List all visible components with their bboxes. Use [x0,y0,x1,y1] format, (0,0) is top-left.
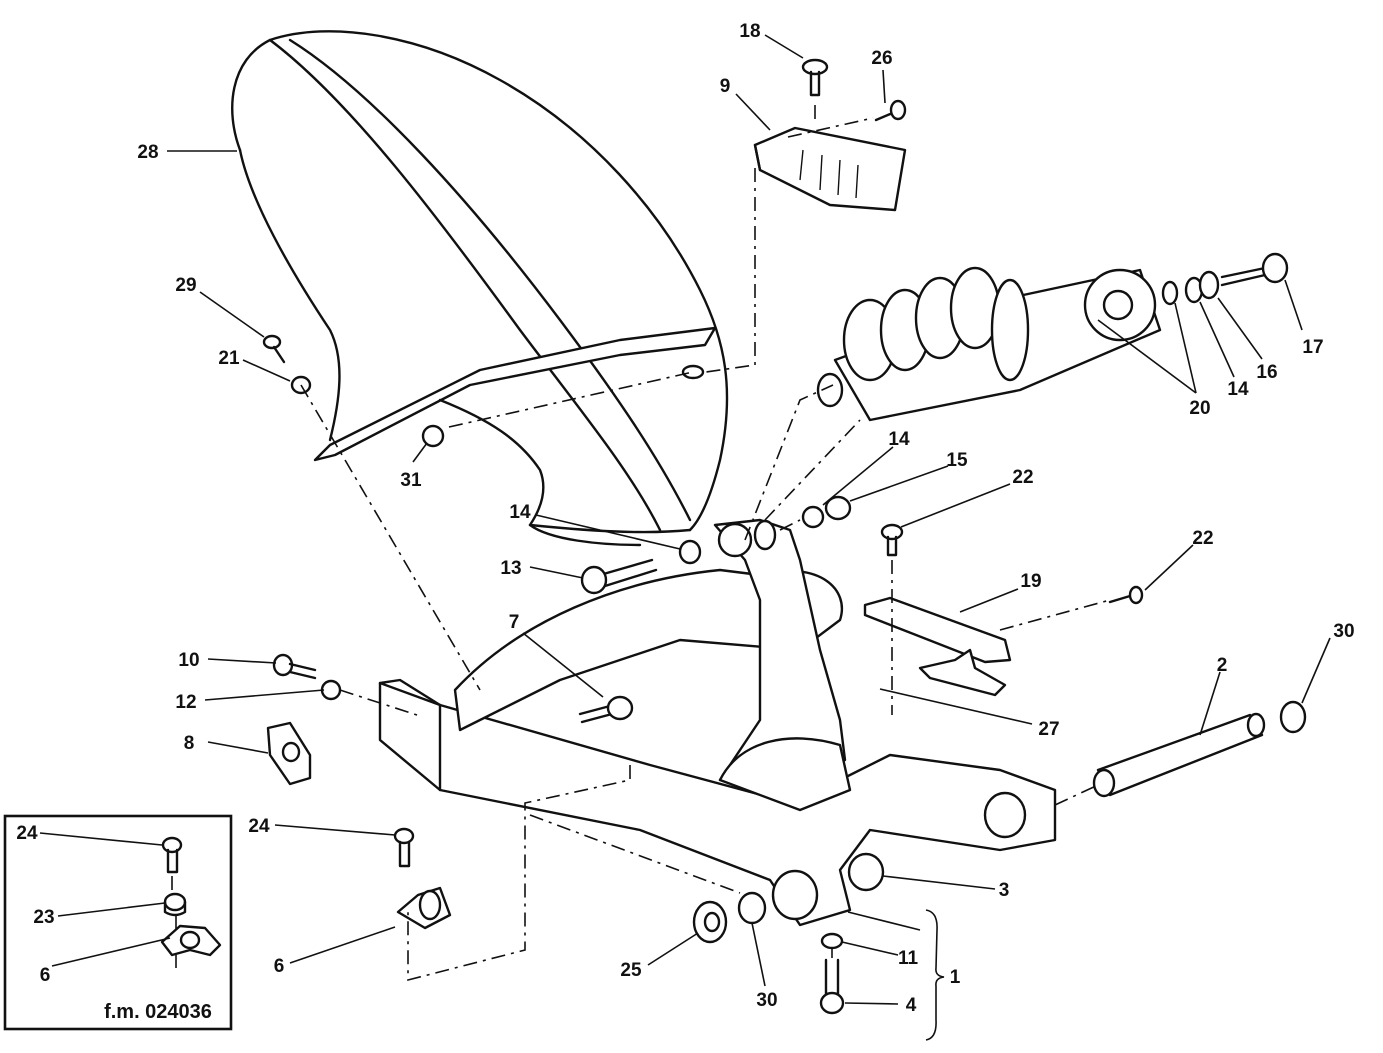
callout-29: 29 [175,275,196,296]
rear-mudguard [231,30,729,547]
inset-spacer-23 [163,892,187,917]
swingarm-spindle [1092,712,1266,798]
callout-15: 15 [946,450,968,471]
callout-10: 10 [178,650,199,671]
leader-lines [167,34,1331,1041]
cable-clamp-6 [396,886,452,930]
inset-callout-24: 24 [16,823,38,844]
screw-18 [801,58,829,97]
washer-11 [820,932,844,950]
callout-19: 19 [1020,571,1041,592]
callout-22-upper: 22 [1012,467,1033,488]
callout-12: 12 [175,692,196,713]
callout-4: 4 [906,995,917,1016]
callout-13: 13 [500,558,521,579]
screw-22-right [1108,585,1144,605]
bolt-17 [1220,252,1289,287]
callout-7: 7 [509,612,520,633]
callout-8: 8 [184,733,195,754]
bolt-4 [819,958,845,1015]
figure-reference: f.m. 024036 [104,1001,212,1023]
screw-26 [874,99,907,122]
callout-30-right: 30 [1333,621,1354,642]
chain-guard-bracket [753,126,907,212]
screw-22-upper [880,523,904,557]
callout-14-mid: 14 [888,429,910,450]
bushing-25 [692,900,728,944]
bolt-13 [580,558,658,595]
callout-26: 26 [871,48,892,69]
callout-14-upper: 14 [1227,379,1249,400]
callout-31: 31 [400,470,422,491]
callout-24: 24 [248,816,270,837]
chain-slider [863,596,1012,697]
callout-25: 25 [620,960,642,981]
washer-3 [847,852,885,892]
callout-17: 17 [1302,337,1323,358]
callout-2: 2 [1217,655,1228,676]
callout-16: 16 [1256,362,1277,383]
adjuster-bolt-10 [272,653,317,680]
callout-27: 27 [1038,719,1059,740]
callout-3: 3 [999,880,1010,901]
callout-21: 21 [218,348,240,369]
inset-callout-6: 6 [40,965,51,986]
callout-9: 9 [720,76,731,97]
detail-inset [3,814,233,1031]
inset-clamp-6 [160,924,222,957]
callout-22-right: 22 [1192,528,1213,549]
screw-29 [262,334,286,364]
callout-30-bottom: 30 [756,990,777,1011]
inset-screw-24 [161,836,183,874]
washer-16 [1198,270,1220,300]
circlip-30-right [1279,700,1307,734]
inset-callout-23: 23 [33,907,54,928]
rear-shock-absorber [816,266,1162,422]
callout-18: 18 [739,21,760,42]
circlip-30-bottom [737,891,767,925]
stud-7 [578,695,634,724]
callout-11: 11 [898,948,919,969]
screw-24 [393,827,415,868]
callout-6: 6 [274,956,285,977]
callout-28: 28 [137,142,158,163]
adjuster-block-8 [266,721,312,786]
callout-1: 1 [950,967,961,988]
callout-14-left: 14 [509,502,531,523]
swingarm [378,518,1057,927]
nut-12 [320,679,342,701]
callout-20: 20 [1189,398,1210,419]
nut-15 [824,495,852,521]
washer-14-mid [801,505,825,529]
assembly-lines [300,105,1111,982]
nut-31 [421,424,445,448]
washer-20 [1161,280,1179,306]
washer-14-left [678,539,702,565]
callout-labels: 18 26 9 28 29 21 31 17 16 14 20 14 15 22… [16,21,1354,1023]
